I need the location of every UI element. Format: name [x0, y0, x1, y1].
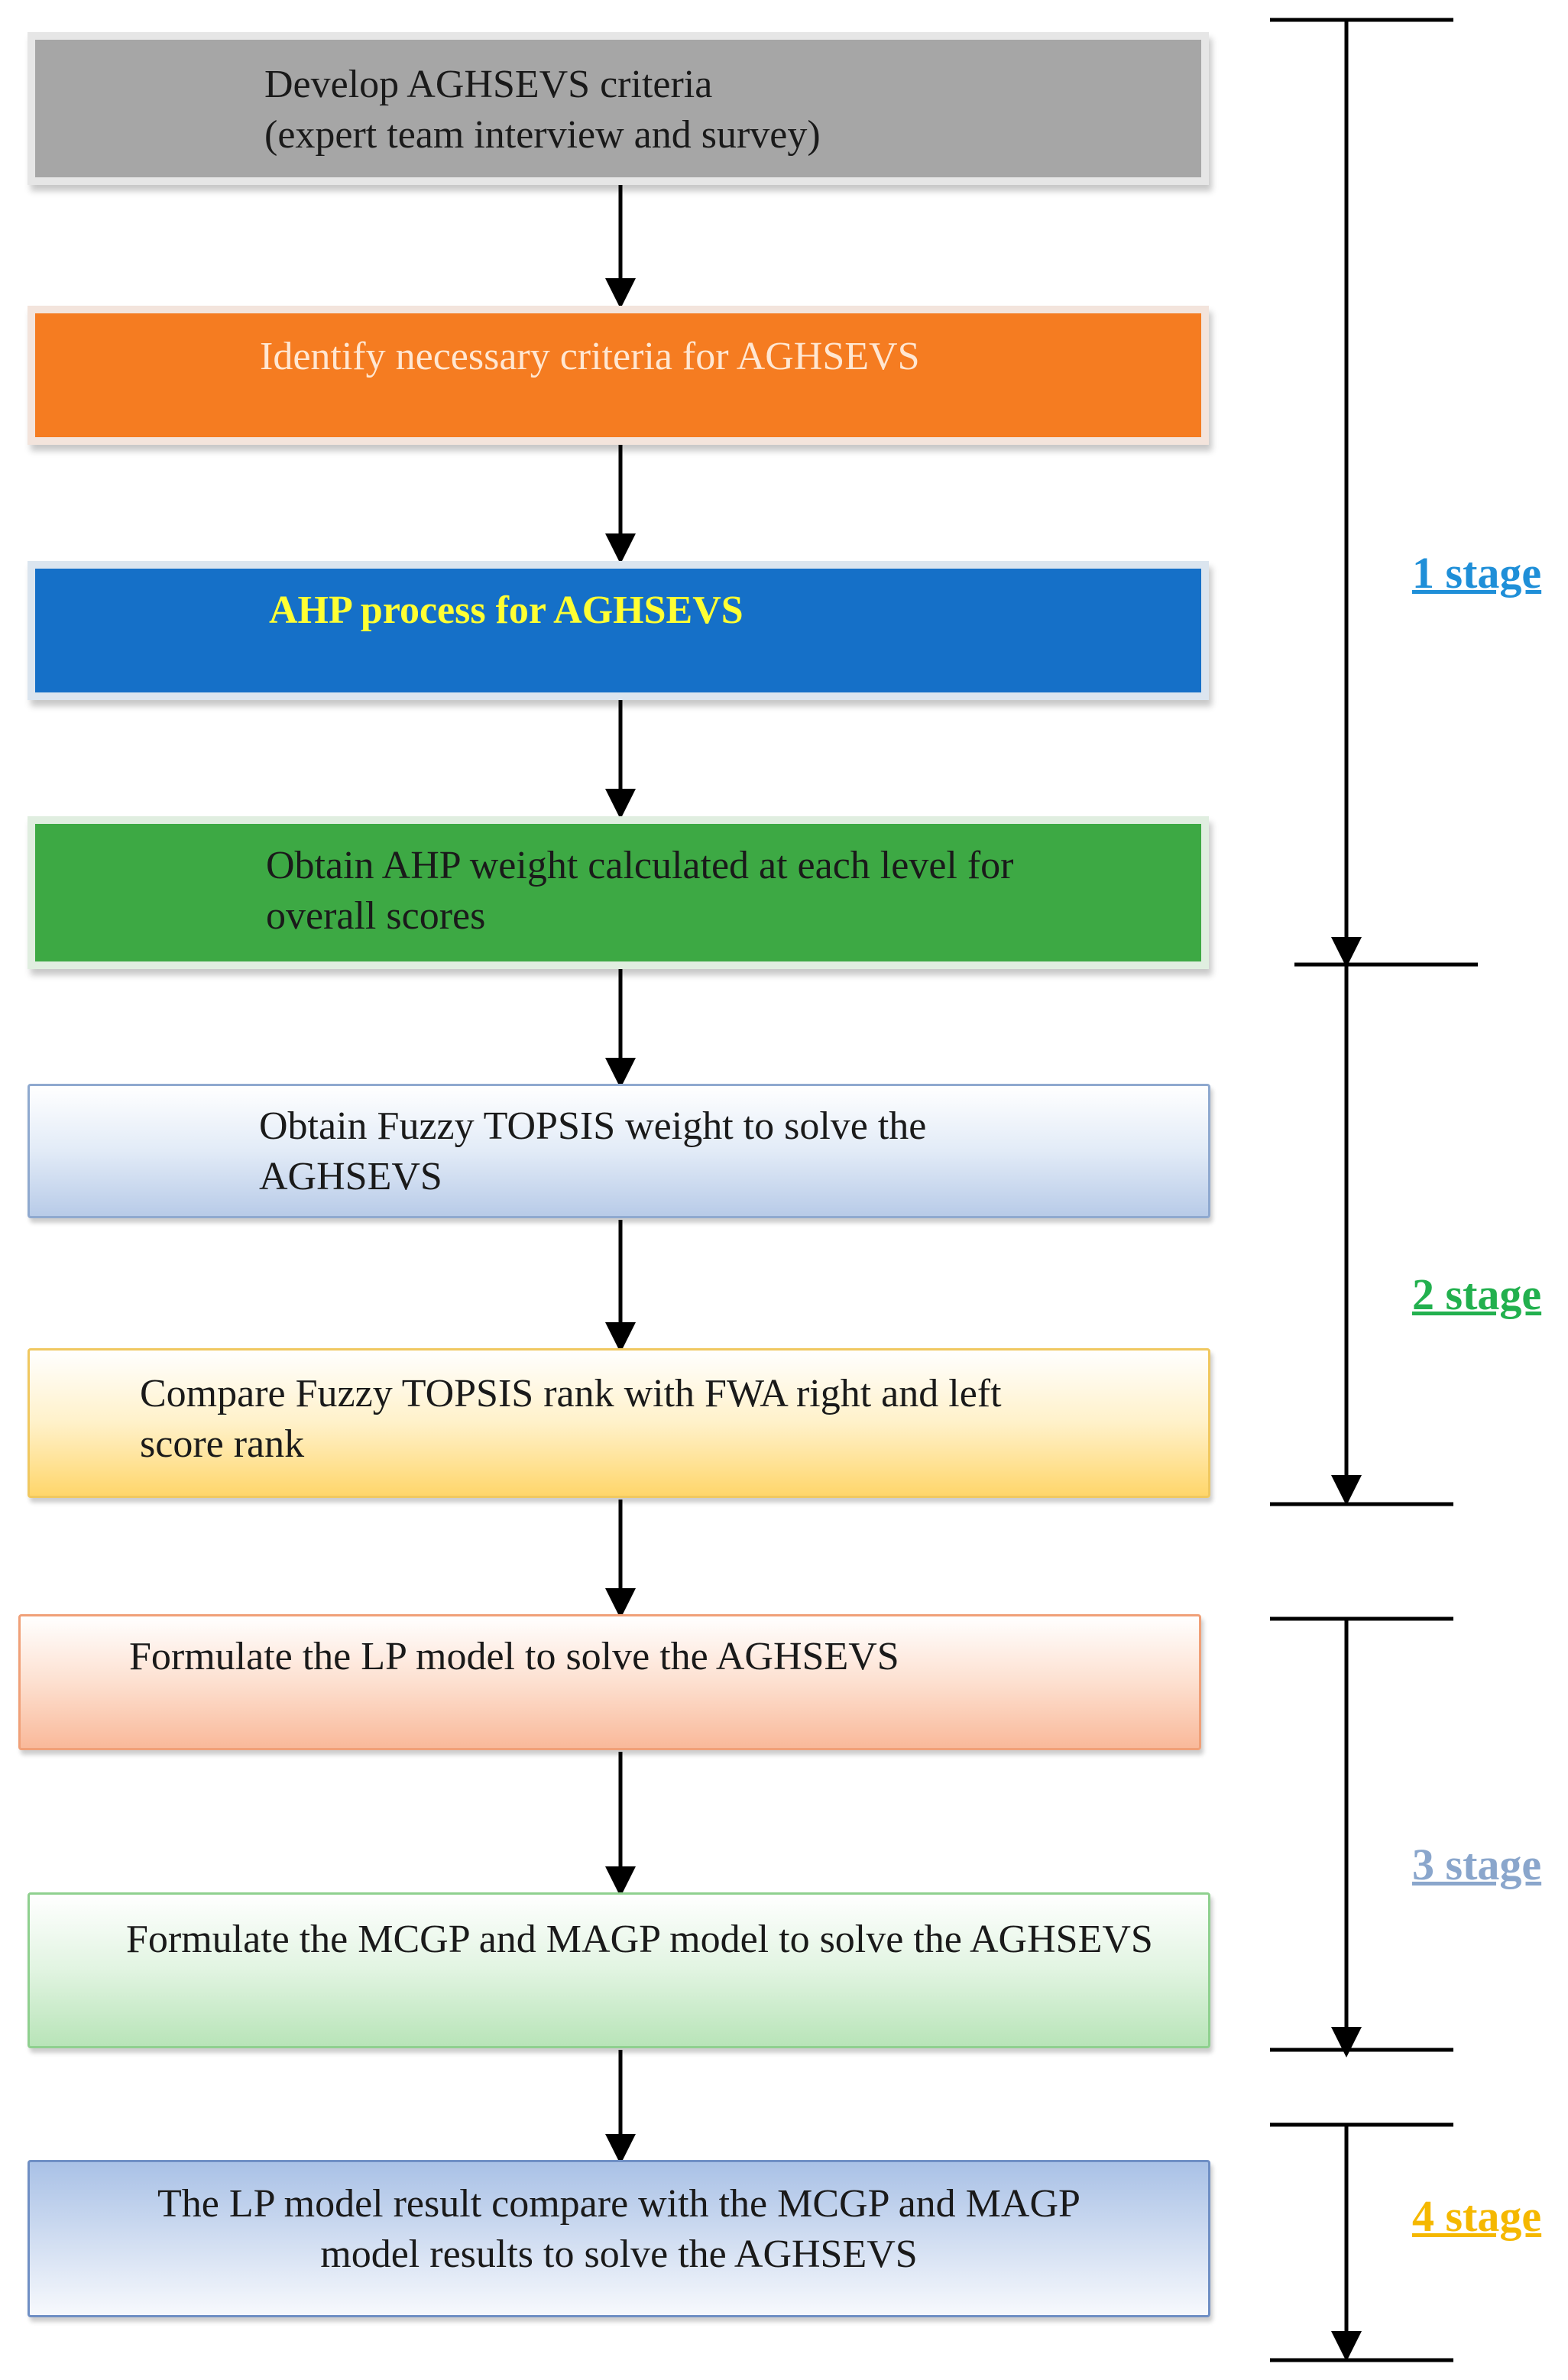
step-obtain-ahp-weight: Obtain AHP weight calculated at each lev…	[28, 816, 1209, 969]
step-6-text: Compare Fuzzy TOPSIS rank with FWA right…	[140, 1372, 1002, 1466]
step-1-text: Develop AGHSEVS criteria (expert team in…	[264, 63, 821, 157]
step-formulate-lp: Formulate the LP model to solve the AGHS…	[18, 1614, 1201, 1750]
step-2-text: Identify necessary criteria for AGHSEVS	[260, 335, 920, 378]
step-9-text: The LP model result compare with the MCG…	[157, 2182, 1080, 2276]
stage-2-label: 2 stage	[1412, 1269, 1542, 1319]
step-develop-criteria: Develop AGHSEVS criteria (expert team in…	[28, 32, 1209, 185]
stage-3-label: 3 stage	[1412, 1840, 1542, 1889]
stage-1-label: 1 stage	[1412, 548, 1542, 598]
stage-4-label: 4 stage	[1412, 2191, 1542, 2241]
step-compare-ranks: Compare Fuzzy TOPSIS rank with FWA right…	[28, 1348, 1210, 1498]
step-ahp-process: AHP process for AGHSEVS	[28, 561, 1209, 700]
step-8-text: Formulate the MCGP and MAGP model to sol…	[126, 1918, 1153, 1961]
step-5-text: Obtain Fuzzy TOPSIS weight to solve the …	[259, 1104, 927, 1198]
step-3-text: AHP process for AGHSEVS	[269, 589, 744, 632]
step-fuzzy-topsis-weight: Obtain Fuzzy TOPSIS weight to solve the …	[28, 1084, 1210, 1218]
step-7-text: Formulate the LP model to solve the AGHS…	[129, 1635, 899, 1678]
step-compare-results: The LP model result compare with the MCG…	[28, 2160, 1210, 2317]
step-4-text: Obtain AHP weight calculated at each lev…	[266, 844, 1014, 938]
step-identify-criteria: Identify necessary criteria for AGHSEVS	[28, 306, 1209, 445]
step-formulate-mcgp-magp: Formulate the MCGP and MAGP model to sol…	[28, 1892, 1210, 2048]
